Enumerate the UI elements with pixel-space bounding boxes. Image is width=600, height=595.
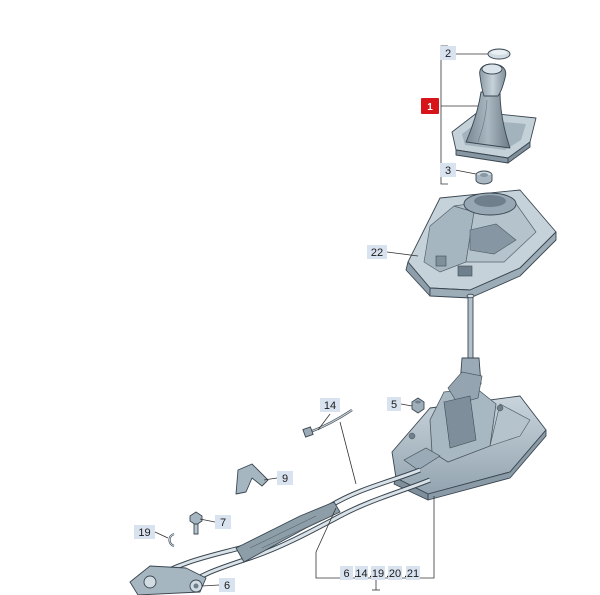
callout-19: 19 [134, 525, 155, 539]
nut-part [411, 397, 425, 414]
multi-reference-label: 6 . 14 . 19 . 20 . 21 [340, 566, 420, 580]
callout-2: 2 [440, 46, 456, 60]
svg-text:19: 19 [138, 527, 150, 539]
svg-text:.: . [354, 568, 357, 580]
svg-text:14: 14 [355, 568, 367, 580]
shift-cables [148, 467, 431, 592]
ring-part [475, 170, 493, 185]
gear-knob-with-boot [451, 63, 537, 164]
callout-1: 1 [421, 98, 439, 114]
svg-text:1: 1 [427, 102, 433, 113]
svg-text:2: 2 [445, 48, 451, 60]
cap-part [487, 48, 511, 60]
callout-5: 5 [387, 397, 401, 411]
svg-text:.: . [386, 568, 389, 580]
svg-text:9: 9 [282, 473, 288, 485]
bolt-part [189, 511, 203, 535]
svg-text:6: 6 [343, 568, 349, 580]
shift-mechanism-housing [391, 371, 547, 501]
svg-text:7: 7 [220, 517, 226, 529]
callout-6: 6 [219, 578, 235, 592]
callout-3: 3 [440, 163, 456, 177]
callout-9: 9 [277, 471, 293, 485]
svg-text:.: . [404, 568, 407, 580]
svg-text:5: 5 [391, 399, 397, 411]
svg-text:21: 21 [407, 568, 419, 580]
svg-text:22: 22 [371, 247, 383, 259]
callout-7: 7 [215, 515, 231, 529]
bracket-part [235, 463, 269, 495]
console-trim-part [405, 189, 557, 299]
svg-text:.: . [369, 568, 372, 580]
svg-text:19: 19 [372, 568, 384, 580]
svg-text:20: 20 [389, 568, 401, 580]
svg-text:6: 6 [224, 580, 230, 592]
svg-text:14: 14 [324, 400, 336, 412]
callout-22: 22 [367, 245, 387, 259]
svg-text:3: 3 [445, 165, 451, 177]
clip-part [168, 532, 175, 548]
cable-end-bracket-part [129, 565, 207, 595]
gear-lever-rod [459, 293, 482, 385]
cable-tie-part [302, 409, 353, 438]
callout-14: 14 [320, 398, 340, 412]
